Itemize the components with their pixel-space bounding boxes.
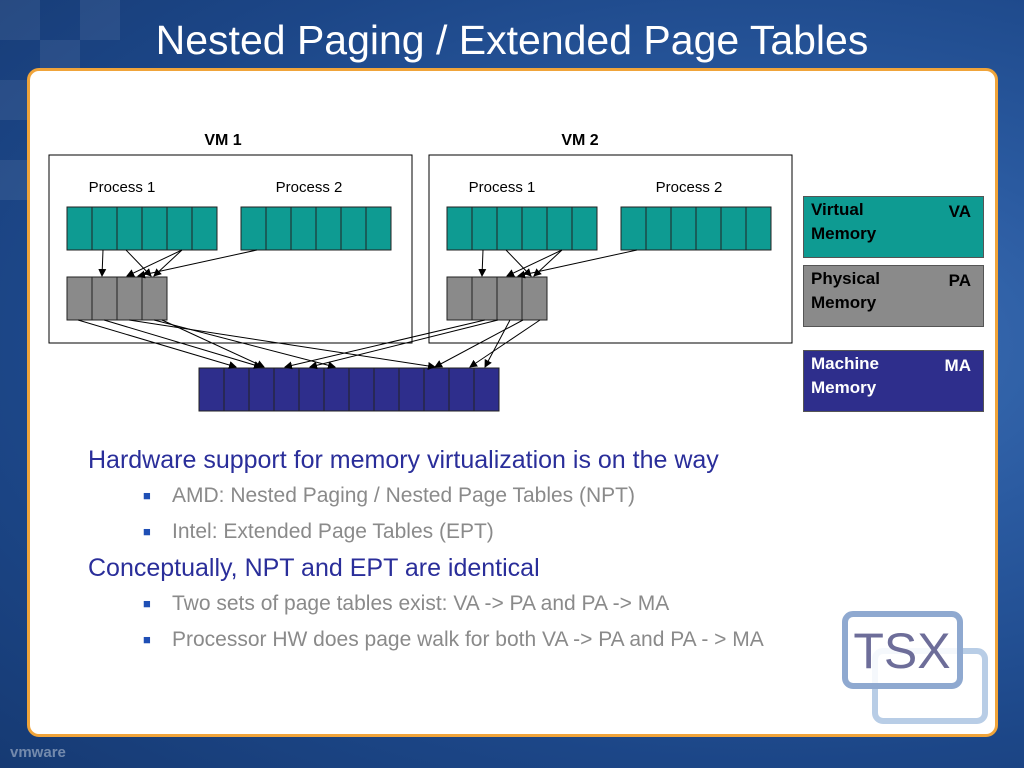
virtual-page-cell xyxy=(546,206,573,251)
vm2-label: VM 2 xyxy=(561,132,598,149)
bullet-sub: ■Processor HW does page walk for both VA… xyxy=(88,625,848,655)
virtual-page-cell xyxy=(141,206,168,251)
vm1-process1-label: Process 1 xyxy=(89,179,156,196)
bullet-main: Conceptually, NPT and EPT are identical xyxy=(88,554,540,582)
virtual-page-cell xyxy=(166,206,193,251)
virtual-page-cell xyxy=(521,206,548,251)
physical-page-cell xyxy=(496,276,523,321)
memory-diagram: VM 1 VM 2 Process 1 Process 2 Process 1 … xyxy=(48,132,793,412)
square-bullet-icon: ■ xyxy=(143,488,151,503)
mapping-arrow xyxy=(309,319,499,370)
machine-page-cell xyxy=(448,367,475,412)
mapping-arrow xyxy=(506,249,563,277)
machine-page-cell xyxy=(398,367,425,412)
physical-page-cell xyxy=(116,276,143,321)
physical-page-cell xyxy=(66,276,93,321)
legend-physical-label: Physical Memory xyxy=(811,269,880,312)
mapping-arrow xyxy=(505,249,532,277)
physical-page-cell xyxy=(91,276,118,321)
virtual-page-cell xyxy=(745,206,772,251)
legend-physical-abbr: PA xyxy=(948,271,971,290)
legend-physical-memory: Physical Memory PA xyxy=(803,265,984,327)
square-bullet-icon: ■ xyxy=(143,596,151,611)
machine-page-cell xyxy=(223,367,250,412)
virtual-page-cell xyxy=(446,206,473,251)
mapping-arrow xyxy=(103,319,262,369)
mapping-arrow xyxy=(469,319,541,368)
mapping-arrows xyxy=(77,249,638,370)
physical-page-cell xyxy=(141,276,168,321)
square-bullet-icon: ■ xyxy=(143,524,151,539)
mapping-arrow xyxy=(434,319,524,368)
virtual-page-cell xyxy=(471,206,498,251)
legend-virtual-label: Virtual Memory xyxy=(811,200,877,243)
virtual-page-cell xyxy=(365,206,392,251)
bullet-sub: ■Intel: Extended Page Tables (EPT) xyxy=(88,517,848,547)
bullet-sub: ■AMD: Nested Paging / Nested Page Tables… xyxy=(88,481,848,511)
machine-page-cell xyxy=(348,367,375,412)
bullet-sub: ■Two sets of page tables exist: VA -> PA… xyxy=(88,589,848,619)
machine-page-cell xyxy=(248,367,275,412)
virtual-page-cell xyxy=(66,206,93,251)
bg-tile xyxy=(0,160,30,200)
tsx-logo: TSX xyxy=(842,611,988,724)
vm2-process2-label: Process 2 xyxy=(656,179,723,196)
legend-virtual-abbr: VA xyxy=(948,202,971,221)
virtual-page-cell xyxy=(290,206,317,251)
bg-tile xyxy=(0,0,40,40)
virtual-page-cell xyxy=(620,206,647,251)
bullet-list: Hardware support for memory virtualizati… xyxy=(88,443,848,661)
tsx-logo-text: TSX xyxy=(853,623,950,679)
physical-page-cell xyxy=(446,276,473,321)
virtual-page-cell xyxy=(645,206,672,251)
virtual-page-cell xyxy=(571,206,598,251)
virtual-page-cell xyxy=(240,206,267,251)
mapping-arrow xyxy=(153,319,336,370)
mapping-arrow xyxy=(517,249,638,279)
bg-tile xyxy=(80,0,120,40)
mapping-arrow xyxy=(137,249,258,279)
machine-page-cell xyxy=(473,367,500,412)
legend-machine-label: Machine Memory xyxy=(811,354,880,397)
mapping-arrow xyxy=(484,319,511,368)
vm1-process2-label: Process 2 xyxy=(276,179,343,196)
virtual-page-cell xyxy=(91,206,118,251)
vmware-logo: vmware xyxy=(10,744,66,761)
legend-machine-memory: Machine Memory MA xyxy=(803,350,984,412)
virtual-page-cell xyxy=(720,206,747,251)
mapping-arrow xyxy=(125,249,152,277)
physical-page-cell xyxy=(521,276,548,321)
legend-virtual-memory: Virtual Memory VA xyxy=(803,196,984,258)
machine-page-cell xyxy=(323,367,350,412)
bullet-main: Hardware support for memory virtualizati… xyxy=(88,446,719,474)
machine-page-cell xyxy=(198,367,225,412)
mapping-arrow xyxy=(126,249,183,277)
mapping-arrow xyxy=(77,319,237,369)
mapping-arrow xyxy=(284,319,486,370)
legend-machine-abbr: MA xyxy=(944,356,971,375)
virtual-page-cell xyxy=(340,206,367,251)
slide-title: Nested Paging / Extended Page Tables xyxy=(155,17,869,63)
virtual-page-cell xyxy=(315,206,342,251)
physical-page-cell xyxy=(471,276,498,321)
machine-page-cell xyxy=(423,367,450,412)
virtual-page-cell xyxy=(496,206,523,251)
machine-page-cell xyxy=(273,367,300,412)
virtual-page-cell xyxy=(191,206,218,251)
machine-page-cell xyxy=(298,367,325,412)
virtual-page-cell xyxy=(116,206,143,251)
machine-page-cell xyxy=(373,367,400,412)
mapping-arrow xyxy=(478,249,487,277)
mapping-arrow xyxy=(98,249,107,277)
mapping-arrow xyxy=(161,319,265,368)
content-panel: VM 1 VM 2 Process 1 Process 2 Process 1 … xyxy=(27,68,998,737)
virtual-page-cell xyxy=(695,206,722,251)
square-bullet-icon: ■ xyxy=(143,632,151,647)
page-table-cells xyxy=(66,206,772,412)
vm2-process1-label: Process 1 xyxy=(469,179,536,196)
vm1-label: VM 1 xyxy=(204,132,241,149)
virtual-page-cell xyxy=(670,206,697,251)
virtual-page-cell xyxy=(265,206,292,251)
